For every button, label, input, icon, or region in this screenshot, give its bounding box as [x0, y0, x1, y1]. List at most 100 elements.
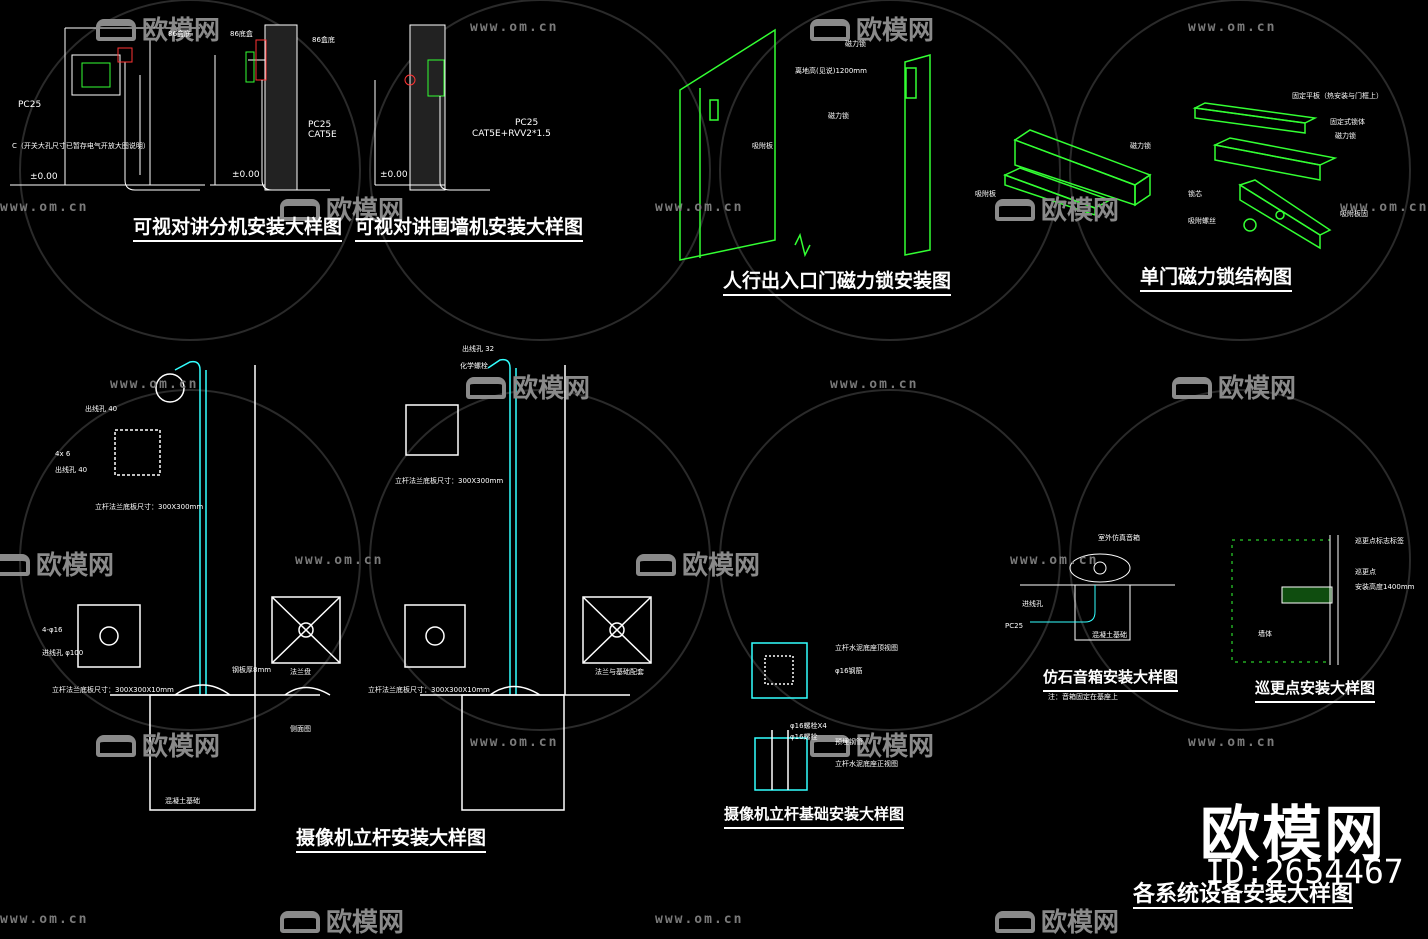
watermark-url: www.om.cn: [1188, 20, 1277, 35]
camera-pole-a: [77, 360, 341, 811]
label: 立杆法兰底板尺寸：300X300mm: [395, 477, 504, 485]
label: ±0.00: [232, 170, 260, 180]
label: 吸附板: [752, 142, 773, 150]
watermark-logo: 欧模网: [1172, 368, 1296, 405]
brand-id: ID:2654467: [1205, 852, 1404, 891]
label: 巡更点: [1355, 568, 1376, 576]
label: 混凝土基础: [165, 797, 200, 805]
detail-title-camera-pole: 摄像机立杆安装大样图: [296, 827, 487, 853]
label: PC25: [1005, 622, 1024, 630]
label: 磁力锁: [828, 112, 849, 120]
watermark-url: www.om.cn: [295, 553, 384, 568]
watermark-logo: 欧模网: [280, 902, 404, 939]
watermark-url: www.om.cn: [655, 912, 744, 927]
watermark-logo: 欧模网: [280, 190, 404, 227]
label: 86盒底: [168, 30, 191, 38]
watermark-url: www.om.cn: [1340, 200, 1428, 215]
rock-speaker-detail: [1020, 553, 1175, 641]
label: 钢板厚8mm: [232, 666, 272, 674]
watermark-url: www.om.cn: [0, 912, 89, 927]
detail-title-pole-foundation: 摄像机立杆基础安装大样图: [724, 803, 905, 829]
watermark-logo: 欧模网: [810, 10, 934, 47]
label: PC25: [515, 118, 539, 128]
label: 磁力锁: [845, 40, 866, 48]
watermark-url: www.om.cn: [470, 20, 559, 35]
label: 墙体: [1258, 630, 1272, 638]
watermark-url: www.om.cn: [110, 377, 199, 392]
detail-title-intercom-wall: 可视对讲围墙机安装大样图: [355, 216, 584, 242]
watermark-logo: 欧模网: [466, 368, 590, 405]
label: φ16螺栓: [790, 733, 818, 741]
label: 吸附板固: [1340, 210, 1368, 218]
watermark-logo: 欧模网: [995, 190, 1119, 227]
watermark-url: www.om.cn: [470, 735, 559, 750]
brand-logo: 欧模网: [1200, 800, 1386, 870]
watermark-circles: [19, 0, 1411, 731]
label: 出线孔 40: [85, 405, 118, 413]
detail-title-rock-speaker: 仿石音箱安装大样图: [1043, 666, 1179, 692]
detail-title-intercom-ext: 可视对讲分机安装大样图: [133, 216, 343, 242]
label: 吸附螺丝: [1188, 217, 1216, 225]
watermark-url: www.om.cn: [655, 200, 744, 215]
watermark-logo: 欧模网: [96, 10, 220, 47]
label: 吸附板: [975, 190, 996, 198]
label: 86盒底: [312, 36, 335, 44]
label: ±0.00: [30, 172, 58, 182]
watermark-url: www.om.cn: [1188, 735, 1277, 750]
watermark-logo: 欧模网: [636, 545, 760, 582]
label: 磁力锁: [1335, 132, 1356, 140]
label: 立杆法兰底板尺寸：300X300X10mm: [52, 686, 174, 694]
label: 侧面图: [290, 725, 311, 733]
label: φ16螺栓X4: [790, 722, 827, 730]
label: 立杆法兰底板尺寸：300X300X10mm: [368, 686, 490, 694]
watermark-url: www.om.cn: [0, 200, 89, 215]
camera-pole-b: [404, 358, 652, 811]
label: 室外仿真音箱: [1098, 534, 1140, 542]
intercom-wall-detail-a: [210, 24, 330, 191]
label: 磁力锁: [1130, 142, 1151, 150]
label: 锁芯: [1188, 190, 1202, 198]
label: 进线孔: [1022, 600, 1043, 608]
label: 预埋钢管: [835, 738, 863, 746]
pole-foundation-detail: [751, 642, 808, 791]
label: 进线孔 φ100: [42, 649, 84, 657]
label: 巡更点标志标签: [1355, 537, 1404, 545]
patrol-point-detail: [1231, 535, 1339, 665]
label: 法兰盘: [290, 668, 311, 676]
label: 安装高度1400mm: [1355, 583, 1415, 591]
watermark-logo: 欧模网: [0, 545, 114, 582]
label: 法兰与基础配套: [595, 668, 644, 676]
watermark-logo: 欧模网: [995, 902, 1119, 939]
label: CAT5E: [308, 130, 337, 140]
watermark-url: www.om.cn: [1010, 553, 1099, 568]
detail-title-maglock-struct: 单门磁力锁结构图: [1140, 266, 1293, 292]
label: 立杆水泥底座顶视图: [835, 644, 898, 652]
label: 固定平板（热安装与门框上）: [1292, 92, 1383, 100]
label: CAT5E+RVV2*1.5: [472, 129, 551, 139]
label: 化学螺栓: [460, 362, 488, 370]
watermark-url: www.om.cn: [830, 377, 919, 392]
label: 4x 6: [55, 450, 71, 458]
label: 立杆水泥底座正视图: [835, 760, 898, 768]
label: 86底盒: [230, 30, 253, 38]
label: 固定式锁体: [1330, 118, 1365, 126]
maglock-struct-detail: [1003, 102, 1338, 250]
intercom-ext-detail: [10, 27, 205, 191]
watermark-logo: 欧模网: [96, 726, 220, 763]
label: 注：音箱固定在基座上: [1048, 693, 1118, 701]
label: 离地高(见说)1200mm: [795, 67, 867, 75]
label: 4-φ16: [42, 626, 63, 634]
detail-title-maglock-door: 人行出入口门磁力锁安装图: [723, 270, 952, 296]
label: PC25: [308, 120, 332, 130]
maglock-door-detail: [679, 28, 931, 261]
label: 出线孔 40: [55, 466, 88, 474]
label: PC25: [18, 100, 42, 110]
label: ±0.00: [380, 170, 408, 180]
intercom-wall-detail-b: [374, 24, 490, 191]
main-title: 各系统设备安装大样图: [1133, 881, 1354, 909]
label: C（开关大孔尺寸已暂存电气开放大图说明）: [12, 142, 150, 150]
label: 混凝土基础: [1092, 631, 1127, 639]
detail-title-patrol-point: 巡更点安装大样图: [1255, 677, 1376, 703]
label: 出线孔 32: [462, 345, 495, 353]
